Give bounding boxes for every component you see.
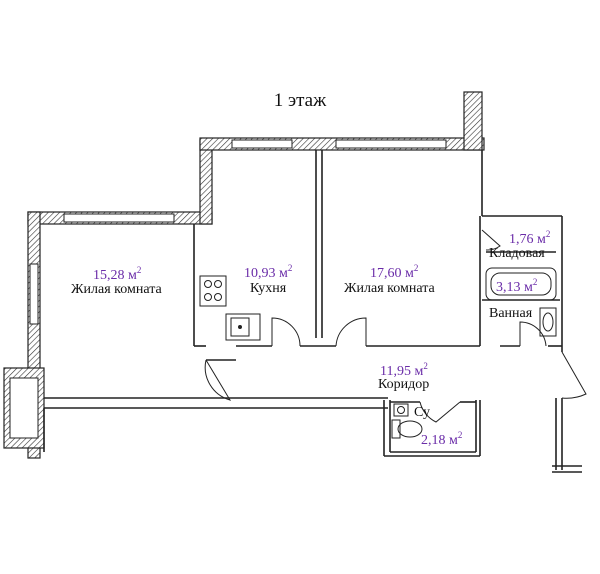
interior-walls [43,150,582,473]
label-bathroom: Ванная [489,306,533,321]
living2-door-swing [335,317,367,347]
kitchen-sink-icon [225,313,261,341]
label-living2: Жилая комната [344,281,435,296]
toilet-icon [391,419,423,439]
label-kitchen: Кухня [250,281,287,296]
fixtures [199,267,557,439]
label-corridor: Коридор [378,377,430,392]
doors [204,229,587,423]
label-storage: Кладовая [489,246,545,261]
wc-sink-icon [393,403,409,417]
area-living1: 15,28 м2 [93,265,142,283]
bathtub-icon [485,267,557,301]
area-storage: 1,76 м2 [509,229,551,247]
area-kitchen: 10,93 м2 [244,263,293,281]
floor-title: 1 этаж [273,90,327,111]
area-corridor: 11,95 м2 [380,361,428,379]
label-living1: Жилая комната [71,282,162,297]
washbasin-icon [539,307,557,337]
window-marks [9,139,447,439]
kitchen-door-swing [271,317,301,347]
area-living2: 17,60 м2 [370,263,419,281]
entry-door-swing [204,359,232,401]
corridor-right-door-swing [561,351,587,399]
area-bathroom: 3,13 м2 [496,277,538,295]
label-wc: Су [414,405,430,420]
wc-door-swing [419,401,461,423]
storage-door-swing [481,229,501,251]
bathroom-door-swing [519,321,547,347]
area-wc: 2,18 м2 [421,430,463,448]
stove-icon [199,275,227,307]
